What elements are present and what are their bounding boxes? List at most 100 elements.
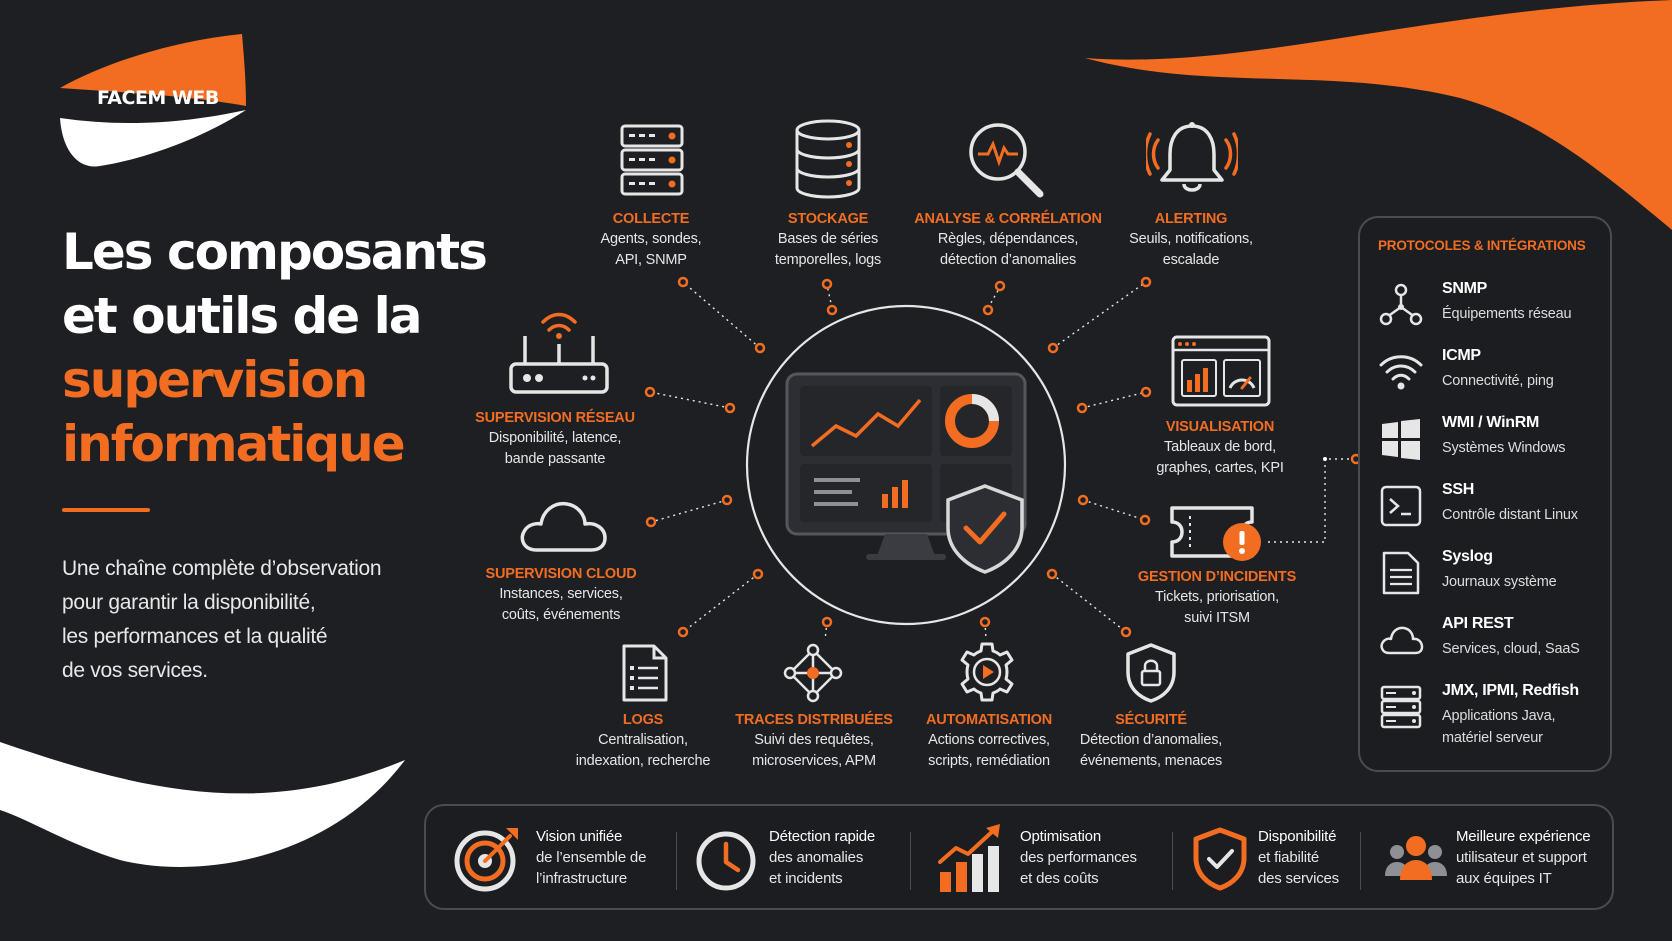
wifi-icon — [1379, 355, 1423, 390]
benefit-vision: Vision unifiée de l’ensemble de l’infras… — [452, 820, 672, 896]
node-alerting: ALERTING Seuils, notifications, escalade — [1081, 210, 1301, 271]
subtitle-line1: Une chaîne complète d’observation — [62, 557, 382, 580]
benefit-text: Vision unifiée de l’ensemble de l’infras… — [536, 826, 646, 889]
benefits-bar — [424, 804, 1614, 910]
protocol-icmp: ICMP Connectivité, ping — [1378, 347, 1608, 407]
protocol-desc: Contrôle distant Linux — [1442, 507, 1578, 523]
router-icon — [509, 312, 609, 394]
shield-lock-icon — [1126, 643, 1176, 703]
benefit-line3: et incidents — [769, 870, 843, 887]
node-desc-line1: Suivi des requêtes, — [754, 732, 874, 748]
benefit-experience: Meilleure expérience utilisateur et supp… — [1384, 820, 1610, 896]
node-title: VISUALISATION — [1165, 419, 1275, 435]
node-desc-line2: coûts, événements — [501, 607, 621, 623]
benefit-line2: des anomalies — [769, 849, 864, 866]
benefit-line1: Vision unifiée — [536, 828, 623, 845]
benefit-divider — [910, 832, 911, 890]
protocols-heading: PROTOCOLES & INTÉGRATIONS — [1378, 238, 1586, 253]
title-underline — [62, 508, 150, 512]
node-desc-line1: Bases de séries — [777, 231, 879, 247]
node-visualisation: VISUALISATION Tableaux de bord, graphes,… — [1110, 418, 1330, 479]
subtitle-line2: pour garantir la disponibilité, — [62, 591, 316, 614]
node-title: ALERTING — [1154, 211, 1228, 227]
node-desc-line1: Détection d’anomalies, — [1079, 732, 1223, 748]
node-desc-line2: bande passante — [504, 451, 606, 467]
protocol-syslog: Syslog Journaux système — [1378, 548, 1608, 608]
node-desc-line2: temporelles, logs — [774, 252, 882, 268]
monitor-dashboard-shield-icon — [785, 372, 1027, 574]
cloud-icon — [520, 501, 607, 552]
logo-orange-swoosh — [60, 34, 246, 106]
protocol-jmx: JMX, IPMI, Redfish Applications Java, ma… — [1378, 682, 1608, 762]
benefit-line3: des services — [1258, 870, 1339, 887]
benefit-text: Meilleure expérience utilisateur et supp… — [1456, 826, 1591, 889]
subtitle-line4: de vos services. — [62, 659, 208, 682]
node-reseau: SUPERVISION RÉSEAU Disponibilité, latenc… — [445, 409, 665, 470]
protocol-desc: Services, cloud, SaaS — [1442, 641, 1580, 657]
protocol-desc: Journaux système — [1442, 574, 1557, 590]
node-desc-line1: Tableaux de bord, — [1164, 439, 1276, 455]
node-analyse: ANALYSE & CORRÉLATION Règles, dépendance… — [898, 210, 1118, 271]
windows-icon — [1382, 419, 1420, 460]
protocol-desc-line2: matériel serveur — [1442, 730, 1543, 746]
page-title: Les composants et outils de la supervisi… — [62, 220, 502, 476]
logo-white-swoosh — [60, 110, 246, 167]
protocol-name: Syslog — [1442, 548, 1493, 565]
server-icon — [1380, 685, 1422, 729]
cloud-icon — [1380, 626, 1424, 655]
protocol-desc: Applications Java, matériel serveur — [1442, 705, 1612, 749]
node-desc-line2: microservices, APM — [752, 753, 876, 769]
node-desc-line1: Actions correctives, — [928, 732, 1050, 748]
network-graph-icon — [783, 643, 843, 703]
ticket-alert-icon — [1170, 506, 1261, 561]
node-desc-line2: détection d’anomalies — [939, 252, 1077, 268]
protocols-panel — [1358, 216, 1612, 772]
bell-icon — [1146, 122, 1238, 192]
brand-logo[interactable]: FACEM WEB — [97, 87, 219, 109]
protocol-wmi: WMI / WinRM Systèmes Windows — [1378, 414, 1608, 474]
benefit-line2: et fiabilité — [1258, 849, 1319, 866]
benefit-text: Détection rapide des anomalies et incide… — [769, 826, 875, 889]
benefit-line1: Optimisation — [1020, 828, 1101, 845]
protocol-name: SSH — [1442, 481, 1474, 498]
benefit-line1: Disponibilité — [1258, 828, 1337, 845]
benefit-line3: et des coûts — [1020, 870, 1099, 887]
benefit-detection: Détection rapide des anomalies et incide… — [694, 820, 914, 896]
node-desc-line2: API, SNMP — [615, 252, 687, 268]
gear-play-icon — [960, 642, 1014, 702]
node-title: TRACES DISTRIBUÉES — [735, 712, 893, 728]
title-line3: supervision — [62, 351, 368, 409]
node-title: STOCKAGE — [787, 211, 869, 227]
node-desc-line1: Seuils, notifications, — [1129, 231, 1253, 247]
benefit-text: Optimisation des performances et des coû… — [1020, 826, 1137, 889]
node-automatisation: AUTOMATISATION Actions correctives, scri… — [879, 711, 1099, 772]
node-desc-line2: graphes, cartes, KPI — [1156, 460, 1284, 476]
clock-icon — [696, 831, 756, 891]
benefit-divider — [1172, 832, 1173, 890]
connector-dots — [644, 276, 1362, 638]
node-title: SUPERVISION CLOUD — [485, 566, 637, 582]
benefit-line2: utilisateur et support — [1456, 849, 1587, 866]
protocol-name: JMX, IPMI, Redfish — [1442, 682, 1579, 699]
benefit-line2: des performances — [1020, 849, 1137, 866]
node-desc-line1: Disponibilité, latence, — [488, 430, 622, 446]
benefit-line2: de l’ensemble de — [536, 849, 647, 866]
benefit-divider — [1360, 832, 1361, 890]
node-incidents: GESTION D’INCIDENTS Tickets, priorisatio… — [1107, 568, 1327, 629]
node-title: SUPERVISION RÉSEAU — [475, 410, 635, 426]
node-logs: LOGS Centralisation, indexation, recherc… — [533, 711, 753, 772]
document-icon — [622, 644, 668, 702]
growth-chart-icon — [938, 824, 1000, 892]
node-title: LOGS — [622, 712, 664, 728]
brand-part2: WEB — [171, 87, 219, 109]
white-swoosh-bottom-left — [0, 742, 405, 867]
node-desc-line1: Règles, dépendances, — [937, 231, 1079, 247]
node-securite: SÉCURITÉ Détection d’anomalies, événemen… — [1041, 711, 1261, 772]
orange-swoosh-top-right — [1085, 0, 1672, 230]
node-cloud: SUPERVISION CLOUD Instances, services, c… — [451, 565, 671, 626]
page-subtitle: Une chaîne complète d’observation pour g… — [62, 552, 442, 688]
node-desc-line1: Instances, services, — [499, 586, 623, 602]
benefit-line1: Meilleure expérience — [1456, 828, 1591, 845]
